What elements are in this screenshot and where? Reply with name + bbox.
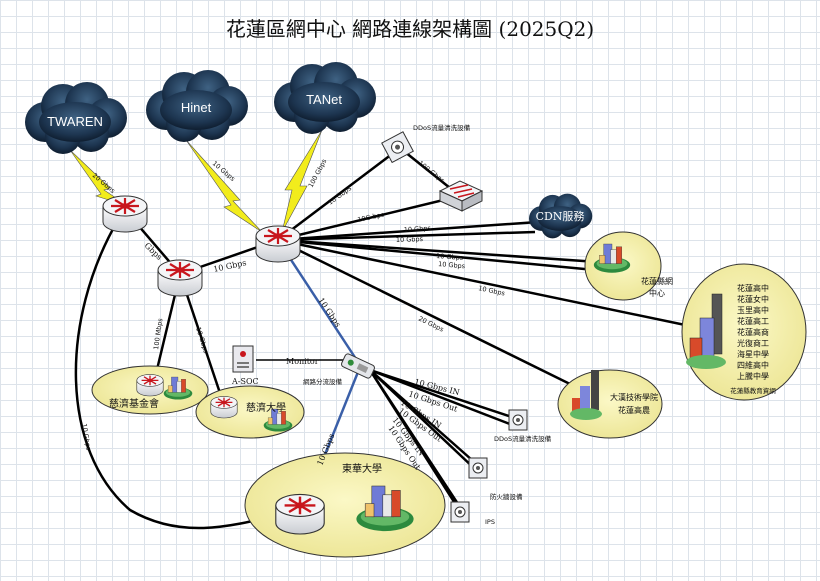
core-ddos-label: 10 Gbps: [326, 184, 353, 207]
tanet-link-label: 100 Gbps: [307, 157, 329, 189]
asoc-server-icon: [232, 345, 254, 373]
tzuchi-foundation-router-icon: [136, 373, 164, 397]
link-core-schools: [277, 238, 691, 328]
school-item: 花蓮女中: [737, 294, 769, 304]
router1-router2-label: Gbps: [143, 241, 164, 262]
school-item: 花蓮高商: [737, 327, 769, 337]
link-core-cdn-b: [277, 230, 536, 242]
ips-device-icon: [450, 501, 470, 523]
dahan-line1: 大漢技術學院: [610, 392, 658, 402]
link-core-dahan: [277, 238, 573, 387]
tzuchi-university-link-label: 10 Gbps: [194, 326, 210, 355]
traffic-splitter-icon: [341, 353, 375, 379]
router-secondary-icon: [156, 258, 204, 298]
dahan-link-label: 20 Gbps: [417, 315, 445, 334]
hualien-county-line1: 花蓮縣網: [641, 276, 673, 286]
tzuchi-university-label: 慈濟大學: [246, 401, 286, 414]
ddos-top-device-icon: [381, 131, 414, 164]
link-splitter-ips-out: [368, 369, 464, 511]
ips-label: IPS: [485, 518, 495, 526]
hualien-county-line2: 中心: [649, 288, 665, 298]
tzuchi-university-router-icon: [210, 395, 238, 419]
ddos-firewall-label: 100 Gbps: [417, 159, 447, 185]
school-item: 玉里高中: [737, 305, 769, 315]
cloud-tanet-label: TANet: [306, 92, 342, 107]
firewall-switch-icon: [438, 180, 484, 212]
ddos-bottom-label: DDoS流量清洗設備: [494, 434, 552, 443]
school-item: 上騰中學: [737, 371, 769, 381]
schools-building-icon: [686, 293, 726, 369]
cloud-hinet-label: Hinet: [181, 100, 212, 115]
ndhu-left-link-label: 10 Gbps: [80, 423, 93, 452]
link-splitter-fw-out: [369, 369, 477, 471]
dahan-line2: 花蓮高農: [618, 405, 650, 415]
ddos-top-label: DDoS流量清洗設備: [413, 123, 471, 132]
link-core-hlcc-b: [277, 238, 596, 272]
school-item: 海星中學: [737, 349, 769, 359]
asoc-label: A-SOC: [231, 377, 259, 386]
school-item: 花蓮高工: [737, 316, 769, 326]
link-core-ddos-top: [277, 147, 401, 241]
cdn-link-b-label: 10 Gbps: [396, 235, 424, 244]
cdn-link-a-label: 10 Gbps: [404, 224, 432, 234]
ddos-bottom-device-icon: [508, 409, 528, 431]
link-core-hlcc-a: [277, 238, 599, 264]
core-splitter-label: 10 Gbps: [316, 296, 342, 329]
core-firewall-label: 10G bps: [357, 210, 386, 224]
dahan-building-icon: [570, 370, 602, 420]
monitor-label: Monitor: [286, 357, 319, 366]
tzuchi-foundation-label: 慈濟基金會: [109, 397, 159, 410]
hlcc-link-a-label: 10 Gbps: [436, 252, 464, 262]
traffic-splitter-label: 網路分流設備: [303, 377, 343, 386]
ndhu-label: 東華大學: [342, 462, 382, 475]
firewall-label: 防火牆設備: [490, 492, 523, 501]
link-router1-ndhu: [74, 219, 301, 530]
school-item: 花蓮縣教育資網: [730, 386, 776, 395]
cloud-tanet: TANet: [274, 62, 376, 134]
school-item: 四維高中: [737, 360, 769, 370]
link-core-firewall: [277, 194, 461, 242]
cloud-cdn-label: CDN服務: [536, 209, 585, 223]
cloud-twaren: TWAREN: [25, 82, 127, 154]
school-list: 花蓮高中 花蓮女中 玉里高中 花蓮高工 花蓮高商 光復商工 海星中學 四維高中 …: [730, 283, 776, 395]
school-item: 光復商工: [737, 338, 769, 348]
cloud-hinet: Hinet: [146, 70, 248, 142]
link-splitter-ddos-out: [369, 368, 516, 428]
page-title: 花蓮區網中心 網路連線架構圖 (2025Q2): [226, 17, 594, 41]
school-item: 花蓮高中: [737, 283, 769, 293]
firewall-device-icon: [468, 457, 488, 479]
router-core-icon: [254, 224, 302, 264]
hlcc-link-b-label: 10 Gbps: [438, 260, 466, 270]
link-core-cdn-a: [277, 220, 539, 242]
ndhu-router-icon: [274, 493, 326, 536]
router-twaren-icon: [101, 194, 149, 234]
lightning-hinet: [185, 139, 263, 233]
cloud-twaren-label: TWAREN: [47, 114, 103, 129]
